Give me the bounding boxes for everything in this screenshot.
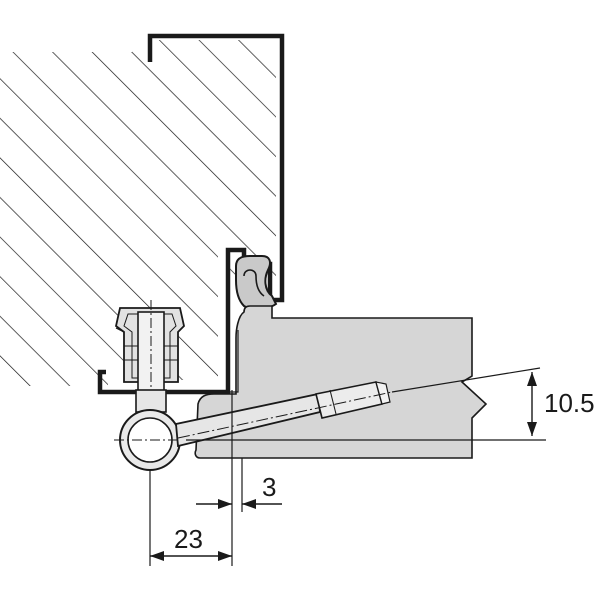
door-seal-gasket (235, 255, 278, 310)
dimension-3: 3 (196, 472, 282, 509)
dimension-23: 23 (150, 524, 232, 561)
hinge-sleeve (114, 300, 185, 420)
dimension-10-5: 10.5 (527, 372, 595, 436)
dimension-label-10-5: 10.5 (544, 388, 595, 418)
hinge-knuckle (114, 389, 186, 471)
dimension-label-3: 3 (262, 472, 276, 502)
hinge-pin (175, 381, 393, 448)
door-frame-body (194, 305, 488, 459)
dimension-label-23: 23 (174, 524, 203, 554)
reference-lines (149, 367, 546, 566)
door-leaf-section (0, 40, 276, 386)
